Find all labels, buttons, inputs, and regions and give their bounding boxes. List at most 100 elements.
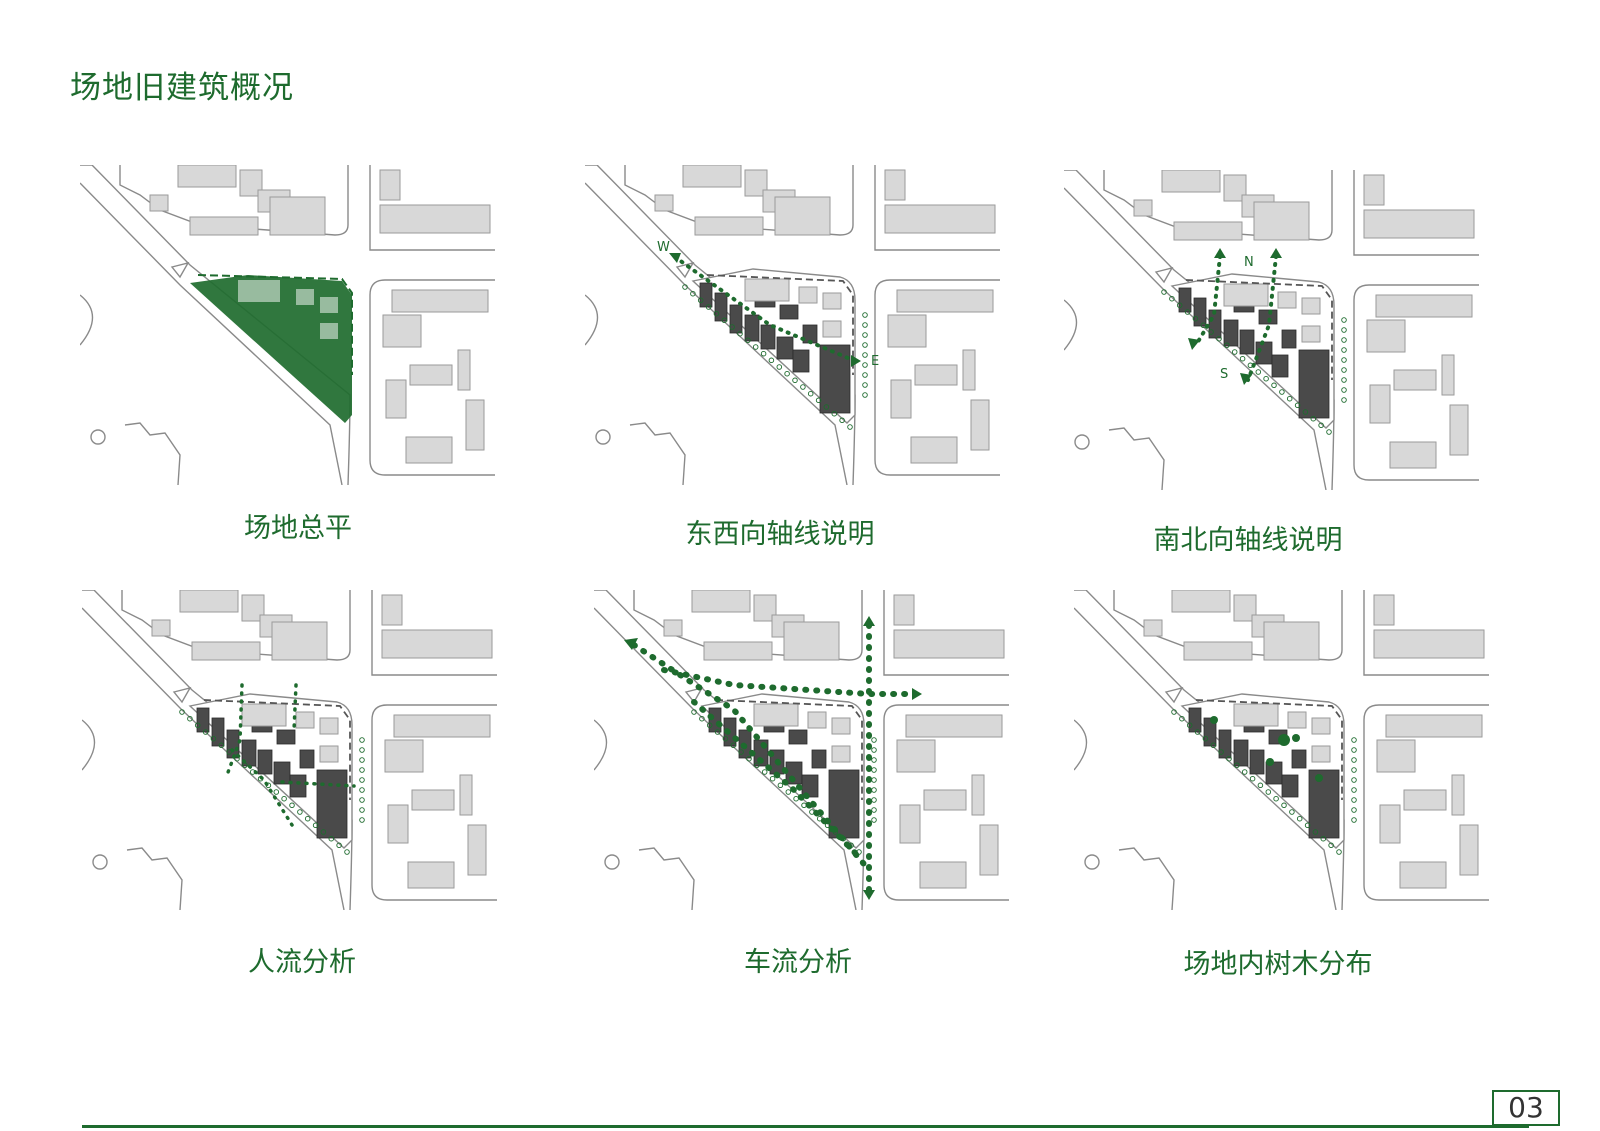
road-inner-edge bbox=[82, 607, 345, 910]
street-tree bbox=[320, 829, 327, 835]
site-building bbox=[289, 774, 307, 798]
site-building bbox=[196, 707, 210, 733]
street-tree bbox=[359, 817, 365, 823]
street-tree bbox=[1265, 789, 1272, 795]
site-plan-map bbox=[80, 165, 495, 485]
street-tree bbox=[1210, 742, 1217, 749]
street-tree bbox=[1351, 737, 1357, 743]
street-tree bbox=[1302, 409, 1309, 415]
street-tree bbox=[1239, 355, 1246, 362]
street-tree bbox=[359, 777, 365, 783]
street-tree bbox=[1326, 429, 1332, 435]
caption-ns-axis: 南北向轴线说明 bbox=[1153, 525, 1343, 556]
site-building-light bbox=[319, 745, 339, 763]
site-building bbox=[1281, 329, 1297, 349]
street-tree bbox=[706, 722, 713, 729]
street-tree bbox=[1273, 795, 1279, 802]
context-building bbox=[385, 379, 407, 419]
sw-boundary bbox=[629, 422, 686, 485]
ns-axis bbox=[1194, 254, 1278, 382]
street-tree bbox=[1310, 415, 1317, 422]
site-path bbox=[203, 699, 351, 800]
context-building bbox=[459, 774, 473, 816]
context-building bbox=[1233, 594, 1257, 622]
street-tree bbox=[1226, 755, 1232, 762]
street-tree bbox=[1318, 422, 1324, 429]
site-building bbox=[699, 282, 713, 308]
site-building bbox=[714, 292, 728, 322]
street-tree bbox=[1257, 782, 1264, 789]
street-tree bbox=[1202, 735, 1209, 742]
context-building bbox=[1441, 354, 1455, 396]
street-tree bbox=[187, 715, 193, 722]
context-building bbox=[887, 314, 927, 348]
ne-block bbox=[883, 590, 1009, 676]
site-building-light bbox=[1301, 325, 1321, 343]
sw-boundary bbox=[1118, 847, 1175, 910]
island-triangle bbox=[675, 261, 695, 279]
site-building-light bbox=[241, 703, 287, 727]
page-title: 场地旧建筑概况 bbox=[70, 70, 294, 106]
context-building bbox=[465, 399, 485, 451]
street-tree bbox=[862, 342, 868, 348]
street-tree bbox=[705, 304, 712, 310]
street-tree bbox=[1351, 807, 1357, 813]
pedestrian-flow-map bbox=[82, 590, 497, 910]
street-tree bbox=[1296, 815, 1303, 822]
context-map bbox=[1064, 170, 1479, 490]
street-tree bbox=[1351, 787, 1357, 793]
context-building bbox=[1399, 861, 1447, 889]
site-building bbox=[1223, 319, 1239, 347]
site-building bbox=[211, 717, 225, 747]
context-building bbox=[654, 194, 674, 212]
vehicle-svg bbox=[594, 590, 1009, 910]
island-triangle bbox=[684, 686, 704, 704]
street-tree bbox=[359, 747, 365, 753]
street-tree bbox=[862, 372, 868, 378]
street-tree bbox=[1186, 722, 1193, 729]
caption-pedestrian: 人流分析 bbox=[248, 947, 356, 978]
street-tree bbox=[1336, 849, 1342, 855]
context-building bbox=[239, 169, 263, 197]
marker-circle bbox=[1084, 854, 1100, 870]
context-building bbox=[884, 169, 906, 201]
context-building bbox=[467, 824, 487, 876]
street-tree bbox=[344, 849, 350, 855]
context-building bbox=[384, 739, 424, 773]
street-tree bbox=[815, 397, 822, 404]
site-building-light bbox=[822, 320, 842, 338]
context-building bbox=[893, 594, 915, 626]
context-building bbox=[269, 196, 326, 236]
street-tree bbox=[1279, 389, 1285, 395]
context-map bbox=[594, 590, 1009, 910]
context-building bbox=[381, 629, 493, 659]
context-map bbox=[82, 590, 497, 910]
street-tree bbox=[839, 417, 845, 424]
context-building bbox=[409, 364, 453, 386]
street-tree bbox=[1194, 729, 1201, 735]
context-building bbox=[774, 196, 831, 236]
street-tree bbox=[273, 789, 280, 795]
caption-trees: 场地内树木分布 bbox=[1183, 949, 1373, 980]
vehicle-flow-map bbox=[594, 590, 1009, 910]
north-label: N bbox=[1244, 255, 1254, 270]
street-tree bbox=[1341, 357, 1347, 363]
caption-ew-axis: 东西向轴线说明 bbox=[685, 519, 875, 550]
context-building bbox=[1449, 404, 1469, 456]
context-building bbox=[405, 436, 453, 464]
context-building bbox=[177, 165, 237, 188]
street-tree bbox=[862, 352, 868, 358]
context-building bbox=[884, 204, 996, 234]
site-building-light bbox=[831, 745, 851, 763]
street-tree bbox=[1341, 337, 1347, 343]
site-buildings bbox=[682, 268, 868, 430]
street-tree bbox=[871, 807, 877, 813]
street-tree bbox=[768, 357, 775, 364]
site-path bbox=[706, 274, 854, 375]
site-building bbox=[792, 349, 810, 373]
island-triangle bbox=[1154, 266, 1174, 284]
context-building bbox=[663, 619, 683, 637]
road-inner-edge bbox=[594, 607, 857, 910]
context-building bbox=[149, 194, 169, 212]
context-building bbox=[1363, 209, 1475, 239]
